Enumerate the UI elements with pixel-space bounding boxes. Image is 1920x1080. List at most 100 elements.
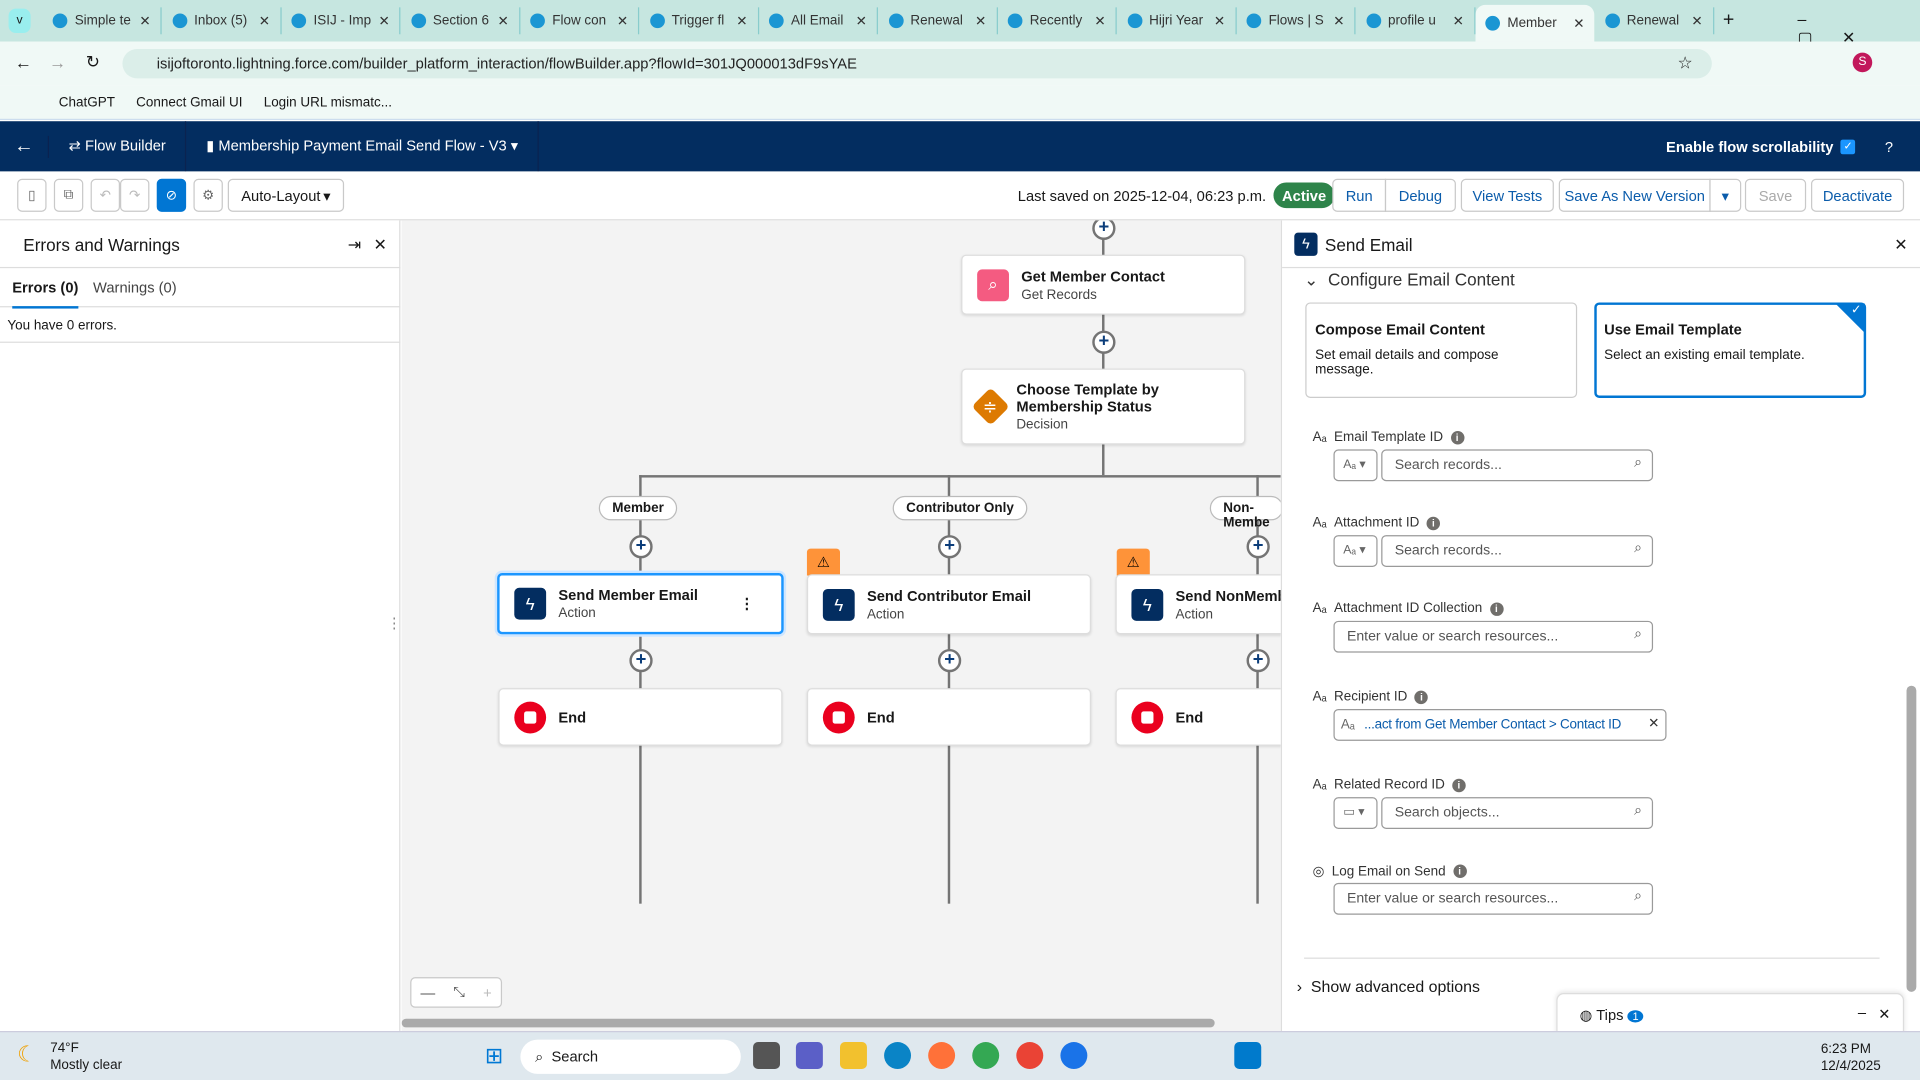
- taskbar-app-icon[interactable]: [795, 1042, 823, 1069]
- close-tab-icon[interactable]: ✕: [1213, 14, 1226, 29]
- tab-warnings[interactable]: Warnings (0): [93, 279, 177, 297]
- recipient-id-input[interactable]: Aₐ...act from Get Member Contact > Conta…: [1333, 708, 1667, 741]
- close-tab-icon[interactable]: ✕: [1573, 16, 1585, 32]
- chrome-icon[interactable]: [1060, 1042, 1088, 1069]
- url-field[interactable]: isijoftoronto.lightning.force.com/builde…: [122, 48, 1712, 79]
- close-tab-icon[interactable]: ✕: [139, 14, 151, 29]
- branch-label-nonmember[interactable]: Non-Membe: [1209, 495, 1281, 530]
- type-selector[interactable]: Aₐ ▾: [1333, 535, 1378, 567]
- close-tab-icon[interactable]: ✕: [1094, 14, 1106, 29]
- taskbar-search[interactable]: ⌕ Search: [520, 1039, 741, 1074]
- zoom-out-icon[interactable]: —: [420, 983, 436, 1002]
- end-node[interactable]: End: [806, 688, 1092, 746]
- browser-tab[interactable]: Renewal✕: [879, 7, 998, 35]
- bookmark-star-icon[interactable]: ☆: [1677, 52, 1693, 73]
- save-button[interactable]: Save: [1744, 178, 1807, 212]
- vscode-icon[interactable]: [1234, 1042, 1262, 1069]
- browser-tab[interactable]: profile u✕: [1356, 7, 1475, 35]
- close-tips-icon[interactable]: ✕: [1878, 1005, 1891, 1023]
- start-icon[interactable]: ⊞: [484, 1043, 504, 1068]
- add-element-button[interactable]: +: [1246, 535, 1270, 559]
- reload-icon[interactable]: ↻: [85, 51, 101, 72]
- end-node[interactable]: End: [1115, 688, 1281, 746]
- redo-icon[interactable]: ↷: [120, 178, 150, 212]
- close-tab-icon[interactable]: ✕: [855, 14, 867, 29]
- copy-icon[interactable]: ⧉: [53, 178, 84, 212]
- run-button[interactable]: Run: [1332, 178, 1387, 212]
- browser-tab[interactable]: Simple te✕: [43, 7, 162, 35]
- tips-widget[interactable]: ◍ Tips 1 – ✕: [1556, 993, 1905, 1032]
- bookmark-connect-gmail[interactable]: Connect Gmail UI: [136, 95, 243, 111]
- zoom-in-icon[interactable]: +: [483, 983, 492, 1002]
- type-selector[interactable]: ▭ ▾: [1333, 797, 1378, 829]
- attachment-id-input[interactable]: Search records...⌕: [1381, 535, 1654, 567]
- toggle-panel-icon[interactable]: ▯: [17, 178, 47, 212]
- minimize-icon[interactable]: –: [1857, 1004, 1867, 1022]
- flow-title-menu[interactable]: ▮ Membership Payment Email Send Flow - V…: [187, 121, 539, 172]
- close-tab-icon[interactable]: ✕: [1691, 14, 1703, 29]
- undo-icon[interactable]: ↶: [90, 178, 121, 212]
- forward-icon[interactable]: →: [48, 52, 67, 73]
- browser-tab[interactable]: Section 6✕: [401, 7, 520, 35]
- add-element-button[interactable]: +: [1092, 220, 1116, 241]
- save-as-new-version-button[interactable]: Save As New Version: [1558, 178, 1711, 212]
- browser-tab[interactable]: Flow con✕: [520, 7, 640, 35]
- save-menu-chevron-icon[interactable]: ▾: [1709, 178, 1742, 212]
- new-tab-button[interactable]: +: [1722, 9, 1735, 31]
- close-tab-icon[interactable]: ✕: [258, 14, 271, 29]
- back-arrow-icon[interactable]: ←: [0, 135, 49, 158]
- add-element-button[interactable]: +: [1246, 648, 1270, 673]
- edge-icon[interactable]: [884, 1042, 912, 1069]
- show-advanced-toggle[interactable]: › Show advanced options: [1296, 977, 1480, 996]
- send-nonmember-email-node[interactable]: ϟ Send NonMembeAction: [1115, 574, 1281, 635]
- firefox-icon[interactable]: [928, 1042, 956, 1069]
- section-toggle[interactable]: ⌄ Configure Email Content: [1304, 269, 1515, 289]
- close-tab-icon[interactable]: ✕: [1452, 14, 1464, 29]
- close-tab-icon[interactable]: ✕: [975, 14, 987, 29]
- branch-label-member[interactable]: Member: [598, 495, 678, 521]
- add-element-button[interactable]: +: [937, 535, 962, 559]
- profile-avatar[interactable]: S: [1852, 52, 1873, 73]
- view-tests-button[interactable]: View Tests: [1460, 178, 1554, 212]
- fit-view-icon[interactable]: ⤡: [453, 983, 466, 1001]
- add-element-button[interactable]: +: [629, 648, 653, 673]
- browser-tab[interactable]: Renewal✕: [1595, 7, 1714, 35]
- related-record-id-input[interactable]: Search objects...⌕: [1381, 797, 1654, 829]
- log-email-on-send-input[interactable]: Enter value or search resources...⌕: [1333, 882, 1654, 915]
- settings-gear-icon[interactable]: ⚙: [193, 178, 223, 212]
- email-template-id-input[interactable]: Search records...⌕: [1381, 449, 1654, 482]
- close-tab-icon[interactable]: ✕: [378, 14, 390, 29]
- close-tab-icon[interactable]: ✕: [616, 14, 629, 29]
- add-element-button[interactable]: +: [937, 648, 962, 673]
- browser-tab[interactable]: Member✕: [1475, 4, 1595, 42]
- browser-tab[interactable]: All Email✕: [759, 7, 878, 35]
- close-icon[interactable]: ✕: [373, 235, 387, 254]
- type-selector[interactable]: Aₐ ▾: [1333, 449, 1378, 482]
- use-email-template-option[interactable]: Use Email Template Select an existing em…: [1594, 302, 1867, 398]
- back-icon[interactable]: ←: [14, 52, 32, 73]
- bookmark-login-url[interactable]: Login URL mismatc...: [263, 95, 392, 111]
- taskbar-app-icon[interactable]: [753, 1042, 781, 1069]
- bookmark-chatgpt[interactable]: ChatGPT: [58, 95, 115, 111]
- vertical-scrollbar[interactable]: [1906, 685, 1917, 992]
- errors-toggle-icon[interactable]: ⊘: [156, 178, 187, 212]
- browser-tab[interactable]: Recently✕: [998, 7, 1117, 35]
- horizontal-scrollbar[interactable]: [401, 1018, 1215, 1028]
- close-panel-icon[interactable]: ✕: [1894, 235, 1908, 254]
- chrome-icon[interactable]: [1016, 1042, 1044, 1069]
- chrome-icon[interactable]: [972, 1042, 1000, 1069]
- debug-button[interactable]: Debug: [1384, 178, 1456, 212]
- end-node[interactable]: End: [498, 688, 783, 746]
- add-element-button[interactable]: +: [1092, 330, 1116, 354]
- attachment-id-collection-input[interactable]: Enter value or search resources...⌕: [1333, 620, 1654, 653]
- branch-label-contributor[interactable]: Contributor Only: [892, 495, 1028, 521]
- node-menu-icon[interactable]: ⋮: [739, 595, 755, 613]
- clear-icon[interactable]: ✕: [1648, 716, 1660, 732]
- close-tab-icon[interactable]: ✕: [497, 14, 509, 29]
- file-explorer-icon[interactable]: [840, 1042, 867, 1069]
